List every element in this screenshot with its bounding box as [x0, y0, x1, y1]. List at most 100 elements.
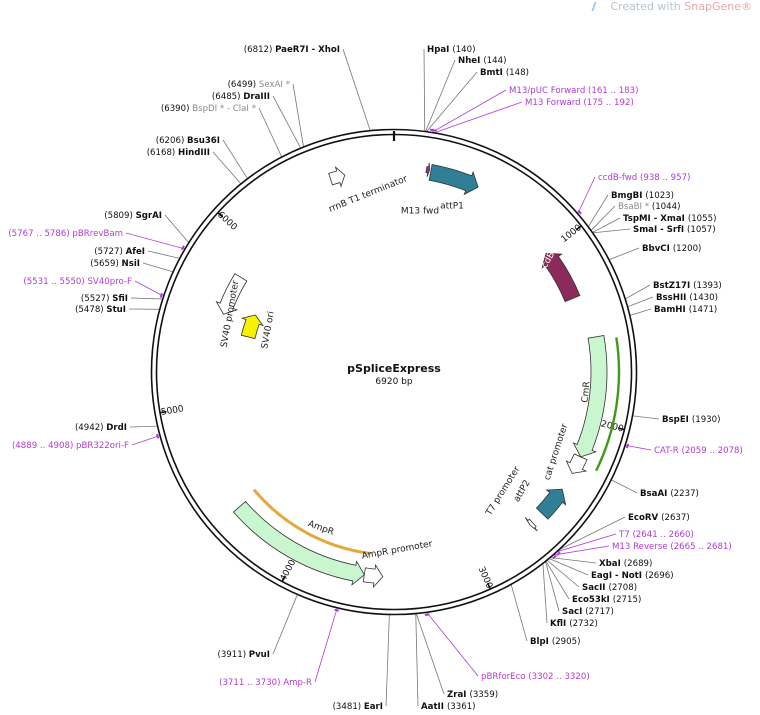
leader-m13-reverse	[552, 545, 610, 556]
leader-sacii	[546, 559, 580, 588]
leader-xbai	[550, 557, 597, 564]
leader-paer7i	[342, 48, 371, 131]
leader-t7	[556, 533, 617, 553]
leader-eagi-noti	[548, 558, 589, 576]
primer-mark-amp-r	[334, 608, 340, 612]
site-label-smai-srfi: SmaI - SrfI (1057)	[633, 225, 716, 235]
tick-mark	[159, 410, 167, 414]
site-label-pbrforeco: pBRforEco (3302 .. 3320)	[481, 672, 590, 682]
leader-kfli	[542, 563, 548, 624]
leader-hindiii	[212, 151, 242, 185]
feature-ampr-promoter	[362, 563, 384, 589]
site-label-sgrai: (5809) SgrAI	[104, 211, 162, 221]
plasmid-size: 6920 bp	[375, 377, 412, 387]
site-label-bbvci: BbvCI (1200)	[642, 244, 701, 254]
feature-attp2	[535, 488, 567, 520]
feature-cmr	[572, 334, 608, 458]
feature-ccdb	[541, 252, 581, 303]
leader-sexai	[292, 83, 304, 148]
site-label-ecorv: EcoRV (2637)	[628, 513, 690, 523]
leader-smai-srfi	[592, 228, 631, 234]
site-label-eco53ki: Eco53kI (2715)	[572, 595, 641, 605]
site-label-amp-r: (3711 .. 3730) Amp-R	[219, 678, 312, 688]
site-label-paer7i: (6812) PaeR7I - XhoI	[244, 45, 340, 55]
site-label-xbai: XbaI (2689)	[599, 559, 652, 569]
site-label-ccdb-fwd: ccdB-fwd (938 .. 957)	[598, 173, 690, 183]
backbone-outer	[150, 128, 638, 616]
site-label-bmti: BmtI (148)	[480, 68, 529, 78]
leader-eco53ki	[545, 560, 570, 600]
primer-mark-cat-r	[625, 443, 630, 449]
site-label-bspei: BspEI (1930)	[662, 415, 720, 425]
leader-sgrai	[164, 214, 190, 244]
watermark: Created with SnapGene®	[591, 0, 752, 13]
tick-mark	[575, 225, 582, 231]
tick-label: 4000	[279, 558, 299, 583]
tick-label: 5000	[160, 404, 185, 418]
site-label-t7: T7 (2641 .. 2660)	[618, 530, 694, 540]
site-label-aatii: AatII (3361)	[421, 702, 476, 712]
site-label-sacii: SacII (2708)	[582, 583, 637, 593]
leader-bsu36i	[222, 139, 248, 179]
leader-m13-forward	[433, 101, 523, 134]
leader-pvui	[272, 594, 298, 655]
feature-label-sv40-ori: SV40 ori	[260, 311, 276, 350]
leader-pbrforeco	[426, 612, 479, 677]
leader-bsabi	[590, 205, 616, 231]
primer-mark-m13-reverse	[552, 554, 557, 560]
watermark-prefix: Created with	[610, 0, 685, 13]
backbone	[150, 128, 638, 616]
site-label-draiii: (6485) DraIII	[212, 92, 270, 102]
leader-bbvci	[608, 247, 640, 261]
primer-mark-pbrforeco	[424, 613, 430, 617]
site-labels: (6812) PaeR7I - XhoI (6499) SexAI * (6485)…	[8, 45, 743, 712]
primer-mark-ccdb-fwd	[577, 209, 582, 215]
leader-bspdi-clai	[258, 107, 283, 158]
site-label-afei: (5727) AfeI	[94, 247, 145, 257]
leader-ecorv	[558, 516, 626, 551]
site-label-drdi: (4942) DrdI	[75, 423, 127, 433]
leader-bamhi	[629, 308, 652, 316]
site-label-eagi-noti: EagI - NotI (2696)	[591, 571, 674, 581]
site-label-pbr322ori-f: (4889 .. 4908) pBR322ori-F	[12, 441, 129, 451]
leader-draiii	[272, 95, 302, 149]
tick-mark	[281, 575, 286, 582]
tick-label: 6000	[215, 210, 239, 233]
site-label-sexai: (6499) SexAI *	[228, 80, 291, 90]
leader-lines	[125, 48, 660, 707]
feature-label-cmr: CmR	[581, 381, 593, 403]
leader-drdi	[129, 425, 158, 428]
leader-eari	[385, 614, 390, 707]
leader-bmti	[426, 71, 478, 132]
site-label-kfli: KflI (2732)	[550, 619, 598, 629]
site-label-hpai: HpaI (140)	[427, 45, 475, 55]
leader-pbrrevbam	[125, 232, 186, 250]
feature-t7-promoter	[524, 517, 538, 532]
feature-sv40-promoter	[215, 273, 248, 315]
site-label-tspmi-xmai: TspMI - XmaI (1055)	[623, 214, 716, 224]
site-label-nhei: NheI (144)	[458, 56, 506, 66]
site-label-sfii: (5527) SfiI	[81, 294, 128, 304]
leader-pbr322ori-f	[131, 435, 161, 446]
feature-label-attp1: attP1	[440, 202, 464, 212]
primer-mark-pbrrevbam	[180, 245, 185, 251]
leader-ccdb-fwd	[577, 176, 596, 214]
tick-mark	[217, 212, 224, 218]
primer-mark-pbr322ori-f	[156, 433, 160, 439]
leader-hpai	[423, 48, 426, 132]
leader-tspmi-xmai	[592, 217, 621, 233]
leader-bstz17i	[625, 284, 651, 300]
leader-aatii	[415, 613, 419, 707]
leader-bmgbi	[587, 194, 609, 228]
leader-bsaai	[611, 479, 638, 494]
site-label-bsabi: BsaBI * (1044)	[618, 202, 680, 212]
watermark-brand: SnapGene®	[684, 0, 752, 13]
feature-label-ampr-promoter: AmpR promoter	[361, 539, 433, 561]
leader-nsii	[142, 262, 174, 273]
site-label-bsu36i: (6206) Bsu36I	[156, 136, 220, 146]
plasmid-name: pSpliceExpress	[347, 362, 441, 375]
leader-sv40pro-f	[134, 280, 164, 297]
site-label-m13-reverse: M13 Reverse (2665 .. 2681)	[612, 542, 732, 552]
ampr-orf-band	[252, 488, 371, 556]
site-label-bsshii: BssHII (1430)	[656, 293, 718, 303]
